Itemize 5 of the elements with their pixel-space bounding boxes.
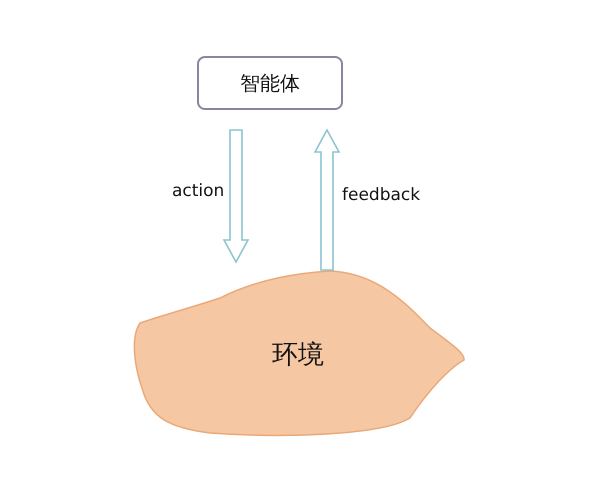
- hollow-arrow: [314, 128, 340, 271]
- node-label: 智能体: [240, 70, 300, 96]
- hollow-arrow: [222, 129, 250, 264]
- node-label: 环境: [272, 338, 324, 372]
- agent-box: [197, 56, 343, 110]
